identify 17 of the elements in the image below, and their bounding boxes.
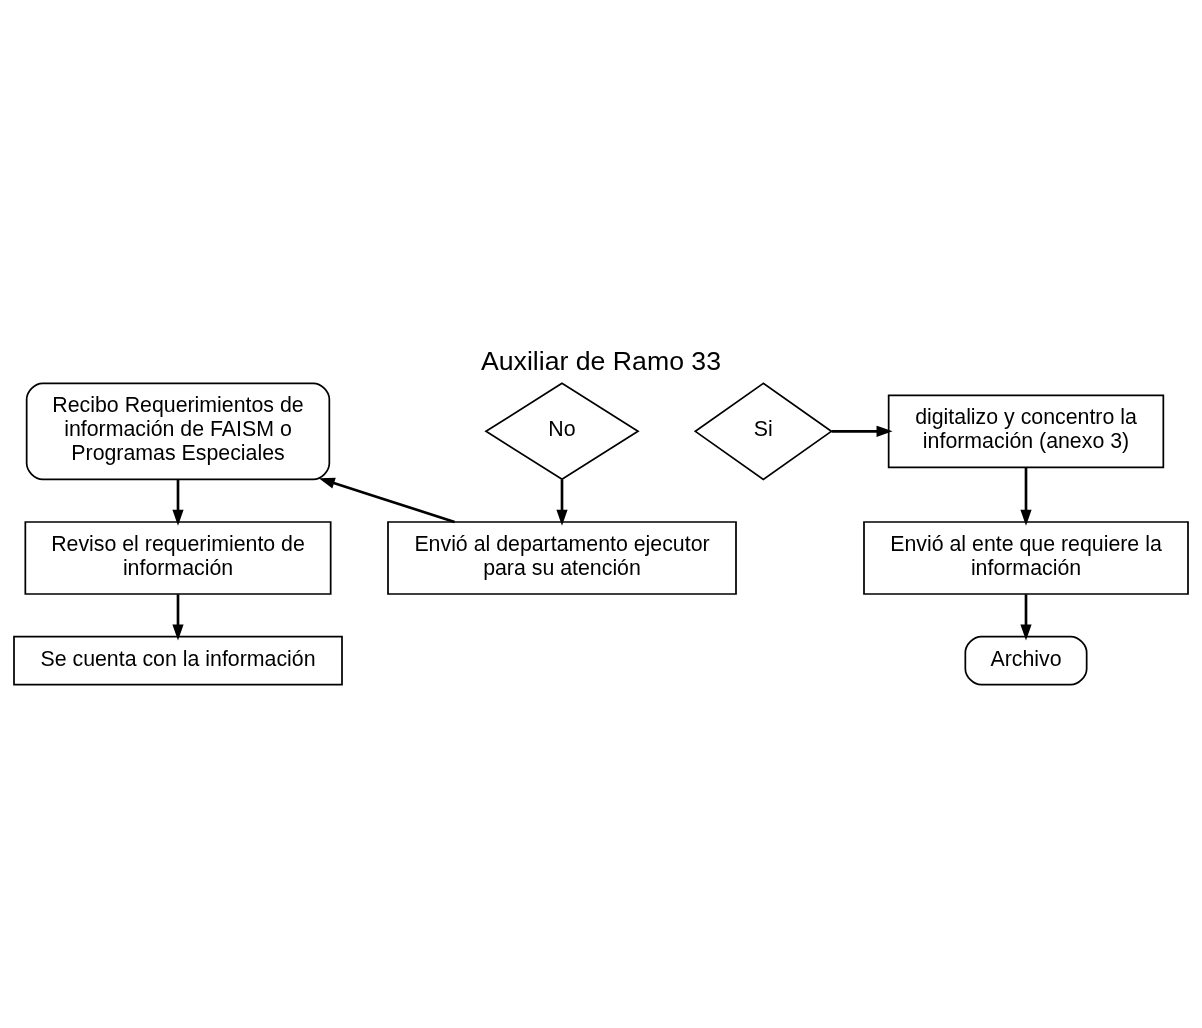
node-diamond: Si xyxy=(693,382,833,481)
arrow xyxy=(1020,467,1032,526)
node-box: Archivo xyxy=(964,635,1088,686)
node-box: Recibo Requerimientos de información de FAISM o Programas Especiales xyxy=(25,382,331,481)
diagram-title: Auxiliar de Ramo 33 xyxy=(480,346,722,376)
arrow xyxy=(172,479,184,526)
arrow xyxy=(318,477,456,524)
node-box: Se cuenta con la información xyxy=(13,635,343,686)
node-box: Reviso el requerimiento de información xyxy=(24,521,332,595)
arrow xyxy=(1020,594,1032,641)
node-diamond: No xyxy=(484,382,640,481)
node-box: digitalizo y concentro la información (anexo 3) xyxy=(887,394,1165,469)
node-box: Envió al departamento ejecutor para su atención xyxy=(387,521,737,595)
arrow xyxy=(831,425,893,437)
arrow xyxy=(556,479,568,526)
node-box: Envió al ente que requiere la información xyxy=(863,521,1189,595)
arrow xyxy=(172,594,184,641)
